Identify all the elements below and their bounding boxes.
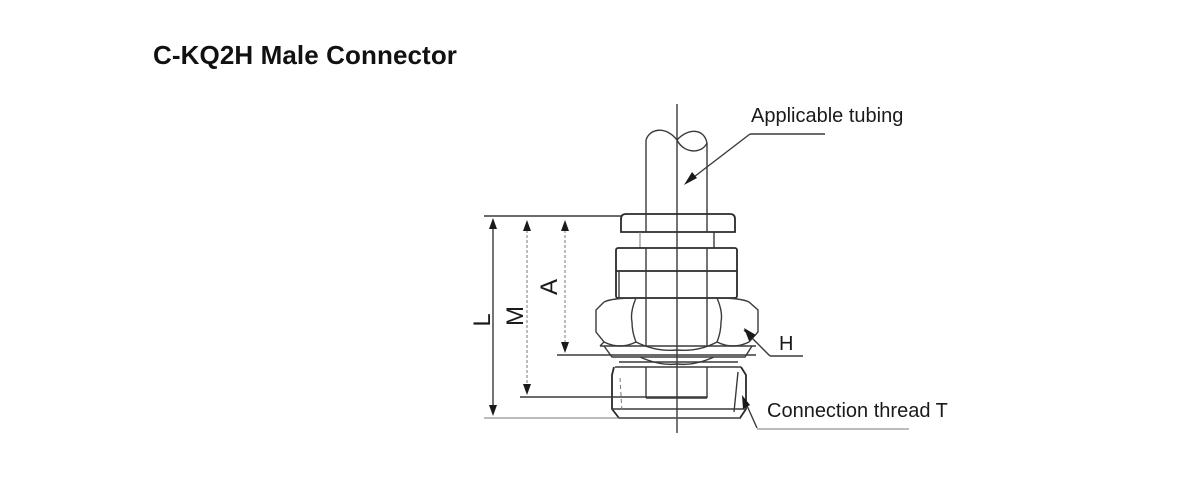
release-cap (620, 213, 736, 248)
thread-body (611, 361, 747, 419)
callout-hex-label: H (779, 333, 793, 355)
dimension-m-label: M (502, 306, 529, 326)
page-title: C-KQ2H Male Connector (153, 40, 458, 70)
tubing (645, 129, 708, 215)
dimension-l-label: L (469, 313, 496, 326)
callout-thread: Connection thread T (742, 395, 948, 430)
dimension-m: M (502, 220, 531, 395)
callout-tubing-label: Applicable tubing (751, 105, 903, 127)
dimension-a: A (536, 220, 569, 353)
hex-nut (595, 297, 759, 366)
callout-tubing: Applicable tubing (684, 105, 903, 185)
callout-hex: H (743, 328, 803, 357)
extension-lines (484, 215, 756, 419)
dimension-a-label: A (536, 279, 563, 295)
dimension-l: L (469, 218, 497, 416)
callout-thread-label: Connection thread T (767, 400, 948, 422)
